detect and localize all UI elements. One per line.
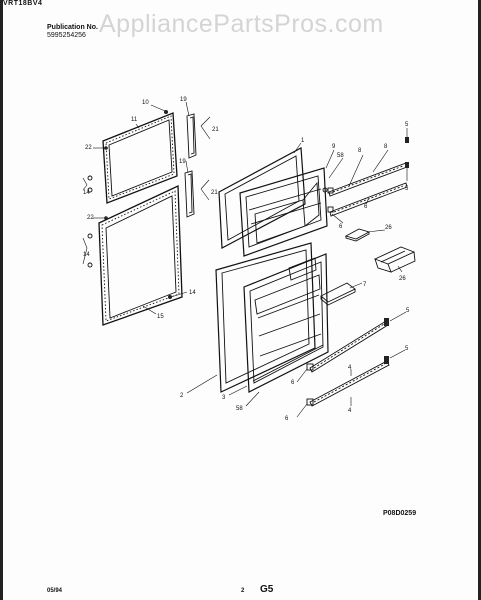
callout-14: 14 (83, 190, 90, 196)
footer-date: 05/94 (47, 588, 63, 594)
callout-19: 19 (180, 97, 187, 103)
callout-19: 19 (179, 159, 186, 165)
butter-compartment-door (344, 228, 371, 242)
fresh-food-door-liner (243, 253, 329, 393)
fresh-food-door-gasket (215, 242, 316, 393)
callout-5: 5 (405, 186, 409, 192)
callout-6: 6 (364, 204, 368, 210)
callout-10: 10 (142, 100, 149, 106)
callout-11: 11 (131, 117, 138, 123)
publication-label: Publication No. (47, 24, 98, 31)
callout-14: 14 (189, 290, 196, 296)
publication-number: 5995254256 (47, 32, 86, 39)
model-code: VRT18BV4 (3, 0, 43, 7)
callout-2: 2 (180, 393, 184, 399)
callout-9: 9 (332, 144, 336, 150)
dairy-door (320, 282, 356, 306)
callout-numbers: 10 11 22 14 19 21 19 21 22 14 14 15 1 9 … (83, 97, 410, 422)
callout-8: 8 (384, 144, 388, 150)
callout-5: 5 (406, 308, 410, 314)
footer-page-number: 2 (241, 588, 245, 594)
hinge-pin (104, 110, 172, 299)
diagram-code: P08D0259 (383, 510, 417, 517)
callout-58: 58 (236, 406, 243, 412)
callout-6: 6 (291, 380, 295, 386)
callout-21: 21 (211, 190, 218, 196)
callout-26: 26 (399, 276, 406, 282)
exploded-view-diagram: 10 11 22 14 19 21 19 21 22 14 14 15 1 9 … (82, 97, 416, 422)
dairy-bin (373, 246, 416, 273)
footer-section-code: G5 (260, 584, 274, 595)
fresh-food-handle (184, 170, 195, 218)
callout-6: 6 (285, 416, 289, 422)
callout-4: 4 (348, 408, 352, 414)
freezer-door-gasket (218, 147, 306, 249)
callout-1: 1 (301, 138, 305, 144)
callout-58: 58 (337, 153, 344, 159)
callout-15: 15 (157, 314, 164, 320)
freezer-door-liner (239, 167, 328, 257)
leader-lines (82, 101, 408, 418)
callout-3: 3 (222, 395, 226, 401)
callout-5: 5 (405, 122, 409, 128)
freezer-gasket (102, 112, 178, 204)
plug-button (87, 175, 328, 268)
callout-21: 21 (212, 127, 219, 133)
callout-22: 22 (85, 145, 92, 151)
end-cap (384, 137, 409, 364)
callout-8: 8 (358, 148, 362, 154)
callout-5: 5 (405, 346, 409, 352)
callout-6: 6 (339, 224, 343, 230)
fresh-food-gasket (98, 184, 183, 326)
callout-14: 14 (83, 252, 90, 258)
freezer-handle (186, 113, 197, 159)
callout-7: 7 (363, 282, 367, 288)
callout-26: 26 (385, 225, 392, 231)
watermark: AppliancePartsPros.com (99, 10, 384, 38)
rail-clip (306, 187, 334, 406)
callout-22: 22 (87, 215, 94, 221)
callout-4: 4 (348, 365, 352, 371)
